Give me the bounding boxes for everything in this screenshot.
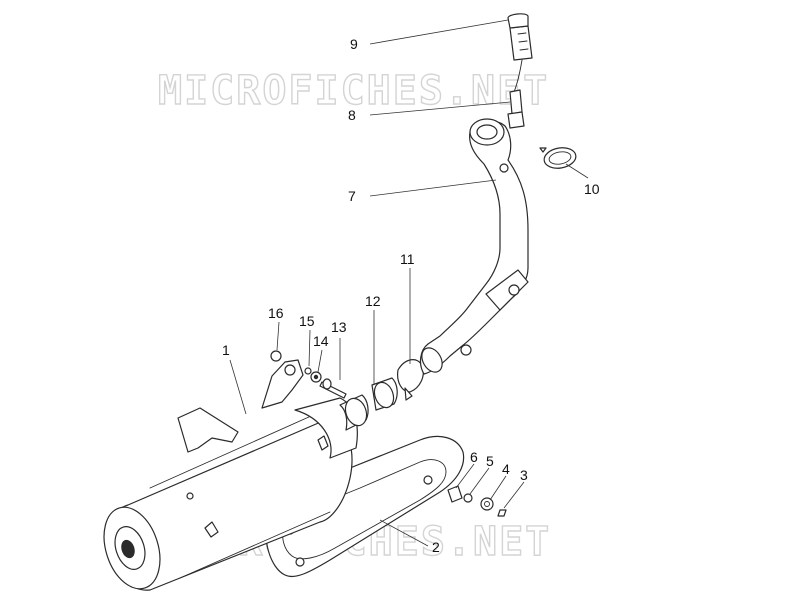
callout-2: 2 [432, 539, 440, 555]
callout-labels: 9 8 7 10 11 12 13 14 15 16 1 2 3 4 5 6 [222, 36, 600, 555]
callout-7: 7 [348, 188, 356, 204]
part-exhaust-pipe [419, 118, 529, 375]
callout-8: 8 [348, 107, 356, 123]
part-muffler [103, 359, 358, 591]
leader-lines [229, 19, 589, 547]
callout-9: 9 [350, 36, 358, 52]
callout-13: 13 [331, 319, 347, 335]
callout-16: 16 [268, 305, 284, 321]
callout-10: 10 [584, 181, 600, 197]
part-small-hardware-upper [270, 350, 347, 399]
callout-4: 4 [502, 461, 510, 477]
callout-11: 11 [400, 251, 415, 267]
part-gasket-ring [539, 147, 577, 169]
callout-6: 6 [470, 449, 478, 465]
watermark-top: MICROFICHES.NET [158, 68, 549, 114]
part-sensor-cap [507, 13, 529, 29]
callout-12: 12 [365, 293, 381, 309]
callout-3: 3 [520, 467, 528, 483]
part-inlet-sleeve [339, 377, 398, 431]
callout-15: 15 [299, 313, 315, 329]
part-small-hardware-lower [447, 485, 507, 517]
callout-14: 14 [313, 333, 329, 349]
callout-1: 1 [222, 342, 230, 358]
callout-5: 5 [486, 453, 494, 469]
part-clamp [397, 359, 424, 401]
